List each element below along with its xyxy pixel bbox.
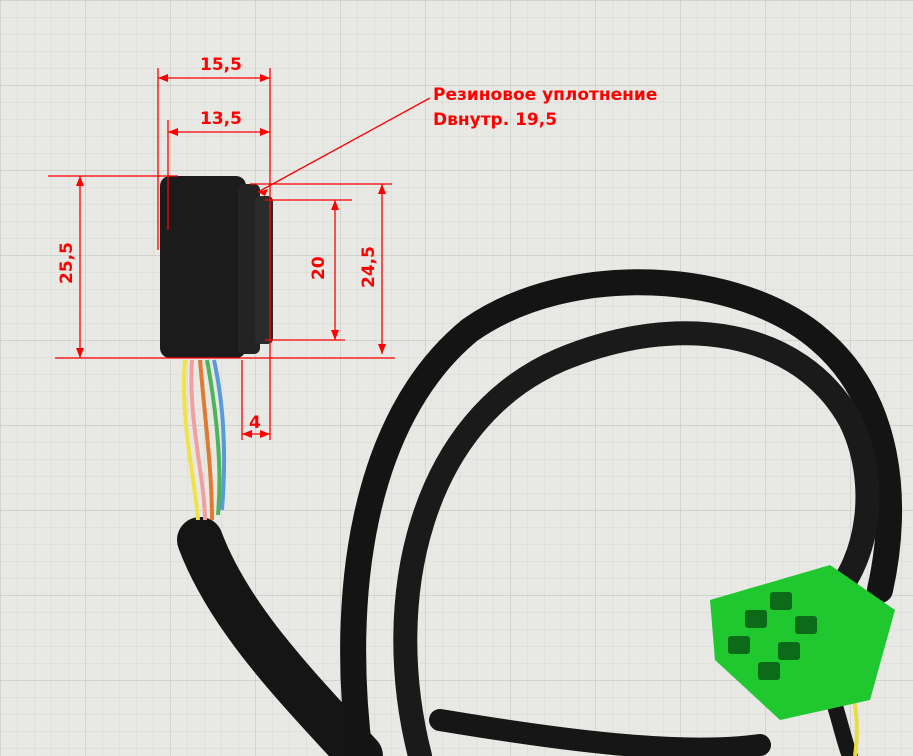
- dim-13-5: 13,5: [200, 109, 242, 129]
- green-connector: [710, 565, 895, 720]
- seal-label: Резиновое уплотнение: [433, 85, 657, 105]
- dim-24-5: 24,5: [359, 246, 379, 288]
- seal-diameter: Dвнутр. 19,5: [433, 110, 557, 130]
- dim-15-5: 15,5: [200, 55, 242, 75]
- wires: [181, 359, 859, 756]
- cable: [177, 269, 903, 756]
- dim-20: 20: [309, 256, 329, 280]
- sensor: [160, 176, 273, 358]
- dim-4: 4: [249, 413, 261, 433]
- dim-25-5: 25,5: [57, 242, 77, 284]
